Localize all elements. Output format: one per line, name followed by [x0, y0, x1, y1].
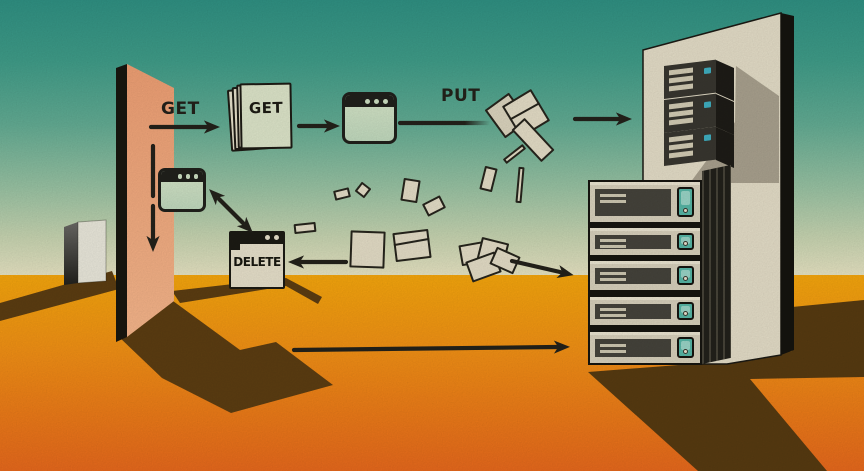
server-unit-3: [588, 259, 702, 292]
server-slot: [669, 83, 693, 92]
folder-icon: [392, 228, 432, 263]
server-unit-2: [588, 226, 702, 257]
get-document-label: GET: [248, 98, 284, 118]
browser-titlebar: [161, 171, 203, 182]
power-button: [677, 233, 694, 250]
folder-fold-line: [393, 237, 430, 247]
delete-label: DELETE: [233, 255, 281, 269]
server-slot: [669, 150, 693, 159]
monolith-front: [77, 219, 107, 284]
window-dot: [185, 174, 190, 179]
floppy-notch: [230, 243, 240, 250]
window-dot: [177, 174, 182, 179]
power-button: [677, 302, 694, 320]
window-dot: [193, 174, 198, 179]
wall-server-3: [664, 126, 716, 166]
server-unit-4: [588, 295, 702, 327]
floppy-dot: [265, 234, 270, 240]
door-spine: [116, 64, 127, 342]
wall-server-1: [664, 59, 716, 99]
server-slot: [669, 134, 693, 143]
get-document-stack: GET: [226, 82, 295, 153]
server-led: [704, 101, 711, 109]
server-unit-1: [588, 180, 702, 224]
browser-window-icon: [342, 92, 397, 144]
server-wall-edge: [781, 13, 794, 355]
window-dot: [374, 98, 379, 104]
server-slot: [669, 142, 693, 151]
server-slot: [669, 75, 693, 84]
put-arrow-label: PUT: [441, 86, 481, 106]
delete-floppy-icon: DELETE: [229, 231, 285, 289]
browser-window-door-icon: [158, 168, 206, 212]
flying-paper: [400, 177, 421, 204]
server-led: [704, 134, 711, 142]
server-stack-side-vents: [702, 164, 731, 364]
server-unit-5: [588, 330, 702, 365]
square-paper: [349, 230, 386, 269]
window-dot: [383, 98, 388, 104]
server-slot: [669, 67, 693, 76]
window-dot: [365, 98, 370, 104]
power-button: [677, 266, 694, 285]
server-slot: [669, 109, 693, 118]
server-led: [704, 67, 711, 75]
monolith-side: [64, 222, 78, 285]
browser-titlebar: [345, 95, 394, 107]
power-button: [677, 187, 694, 217]
get-arrow-label: GET: [161, 99, 200, 119]
server-slot: [669, 101, 693, 110]
server-stack: [588, 180, 702, 365]
document-cover: GET: [239, 82, 293, 150]
power-button: [677, 337, 694, 358]
server-slot: [669, 117, 693, 126]
floppy-dot: [274, 234, 279, 240]
